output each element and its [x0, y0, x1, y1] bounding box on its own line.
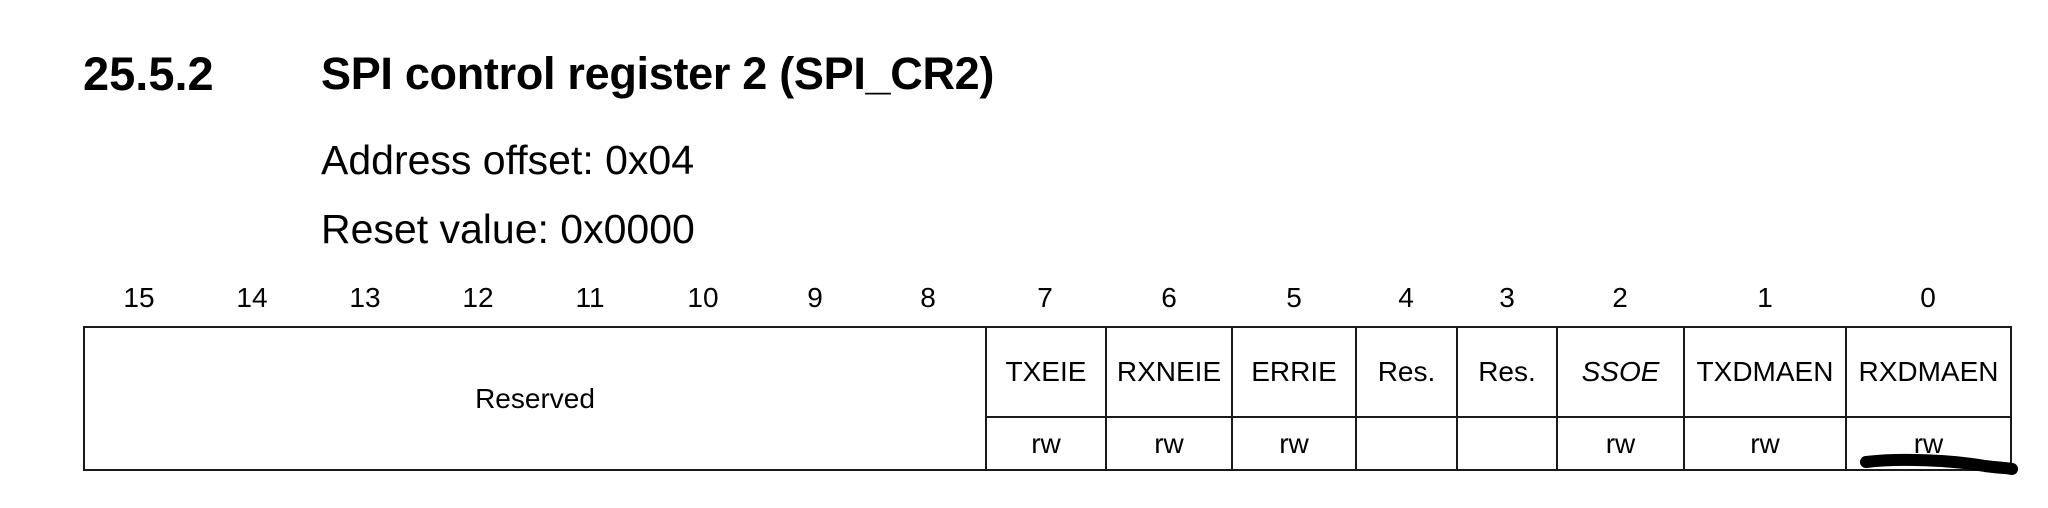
bit-number-6: 6	[1161, 282, 1177, 313]
field-access-ssoe: rw	[1605, 427, 1636, 459]
field-reserved: Reserved	[475, 382, 595, 414]
bit-number-3: 3	[1499, 282, 1515, 313]
bit-number-8: 8	[920, 282, 936, 313]
row-divider	[985, 416, 2010, 418]
bit-number-1: 1	[1757, 282, 1773, 313]
field-access-rxdmaen: rw	[1913, 427, 1944, 459]
bit-number-10: 10	[687, 282, 719, 313]
field-name-errie: ERRIE	[1251, 356, 1337, 387]
divider	[1456, 328, 1458, 469]
bit-number-11: 11	[575, 282, 605, 313]
divider	[1105, 328, 1107, 469]
field-access-errie: rw	[1279, 427, 1309, 459]
bit-number-15: 15	[123, 282, 155, 313]
field-name-reserved-bit3: Res.	[1478, 356, 1536, 387]
field-access-rxneie: rw	[1154, 427, 1184, 459]
field-name-reserved-bit4: Res.	[1377, 356, 1436, 387]
bit-number-12: 12	[462, 282, 494, 313]
bit-number-4: 4	[1398, 282, 1414, 313]
address-offset: Address offset: 0x04	[321, 137, 695, 183]
bit-number-14: 14	[236, 282, 268, 313]
bit-number-13: 13	[349, 282, 381, 313]
register-bitfield-table: Reserved TXEIE rw RXNEIE rw ERRIE rw Res…	[83, 326, 2012, 471]
bit-number-9: 9	[807, 282, 823, 313]
field-access-txeie: rw	[1031, 427, 1061, 459]
bit-number-2: 2	[1612, 282, 1628, 313]
field-name-txeie: TXEIE	[1005, 356, 1087, 387]
divider	[1556, 328, 1558, 469]
field-name-ssoe: SSOE	[1581, 356, 1660, 387]
field-access-reserved-bit3	[1458, 418, 1556, 469]
section-title: SPI control register 2 (SPI_CR2)	[321, 48, 995, 99]
field-name-rxneie: RXNEIE	[1116, 356, 1222, 387]
section-number: 25.5.2	[83, 47, 214, 100]
reset-value: Reset value: 0x0000	[321, 206, 695, 252]
divider	[1355, 328, 1357, 469]
divider	[1231, 328, 1233, 469]
field-name-rxdmaen: RXDMAEN	[1858, 356, 1999, 387]
bit-number-7: 7	[1037, 282, 1053, 313]
bit-number-0: 0	[1920, 282, 1936, 313]
divider	[1683, 328, 1685, 469]
field-access-reserved-bit4	[1357, 418, 1456, 469]
divider	[985, 328, 987, 469]
bit-number-5: 5	[1286, 282, 1302, 313]
divider	[1845, 328, 1847, 469]
field-name-txdmaen: TXDMAEN	[1696, 356, 1834, 387]
field-access-txdmaen: rw	[1750, 427, 1780, 459]
